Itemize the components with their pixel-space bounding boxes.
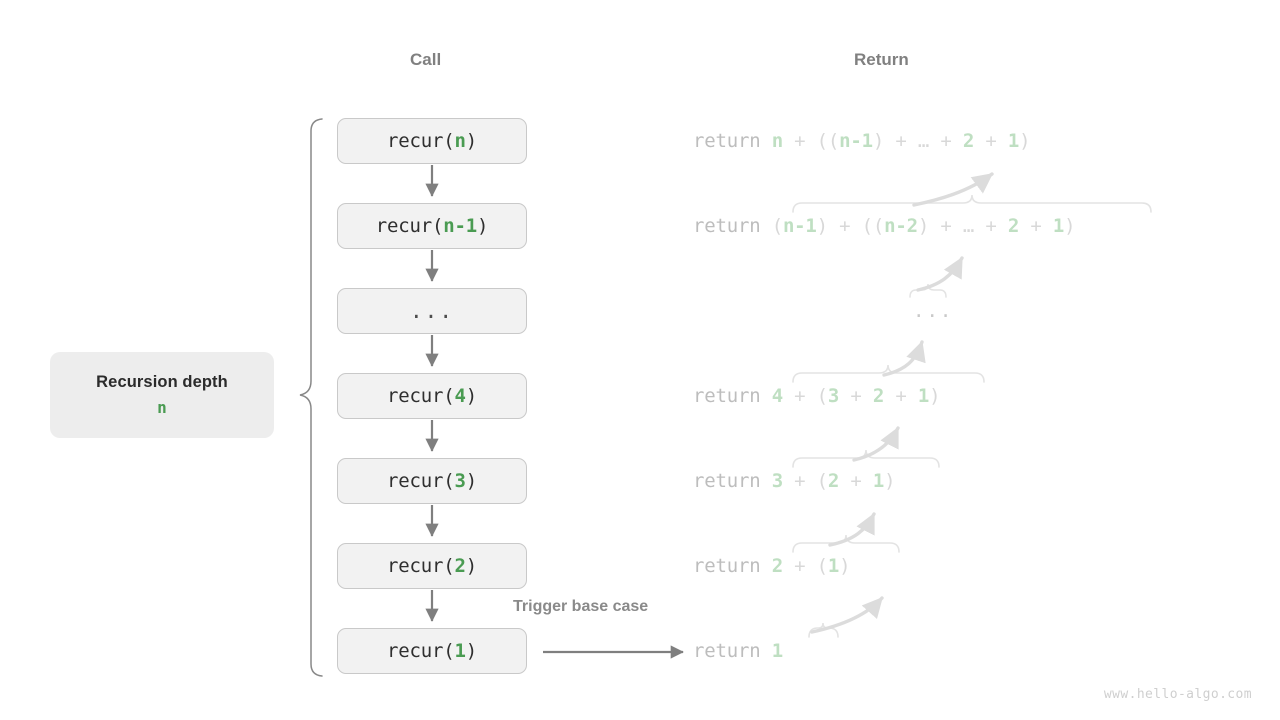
call-frame-label: recur(n-1) <box>375 215 489 237</box>
return-expression: 4 + (3 + 2 + 1) <box>771 385 941 407</box>
return-keyword: return <box>693 130 772 152</box>
recursion-depth-brace <box>299 118 323 677</box>
call-frame-prefix: recur( <box>387 130 455 152</box>
return-expression: 3 + (2 + 1) <box>771 470 896 492</box>
trigger-base-case-label: Trigger base case <box>513 598 649 615</box>
call-frame-box: recur(2) <box>337 543 527 589</box>
return-keyword: return <box>693 555 772 577</box>
call-frame-label: recur(2) <box>387 555 477 577</box>
return-keyword: return <box>693 385 772 407</box>
call-frame-suffix: ) <box>465 555 477 577</box>
call-frame-argument: 1 <box>454 640 466 662</box>
call-frame-suffix: ) <box>465 470 477 492</box>
call-frame-label: recur(4) <box>387 385 477 407</box>
recursion-depth-value: n <box>157 398 167 417</box>
return-statement: return 2 + (1) <box>693 543 851 589</box>
call-frame-argument: n-1 <box>443 215 477 237</box>
call-frame-box: recur(4) <box>337 373 527 419</box>
call-frame-prefix: recur( <box>375 215 444 237</box>
column-heading-return: Return <box>854 50 909 69</box>
call-frame-box: recur(n) <box>337 118 527 164</box>
call-frame-box: recur(1) <box>337 628 527 674</box>
call-frame-argument: 3 <box>454 470 466 492</box>
call-frame-label: recur(n) <box>387 130 477 152</box>
return-keyword: return <box>693 470 772 492</box>
call-frame-suffix: ) <box>465 130 477 152</box>
call-frame-prefix: recur( <box>387 555 455 577</box>
call-frame-prefix: recur( <box>387 640 455 662</box>
call-frame-box: recur(n-1) <box>337 203 527 249</box>
recursion-depth-pill: Recursion depth n <box>50 352 274 438</box>
return-expression: 2 + (1) <box>771 555 851 577</box>
return-expression: (n-1) + ((n-2) + … + 2 + 1) <box>771 215 1076 237</box>
recursion-depth-title: Recursion depth <box>96 373 228 391</box>
return-statement: return 3 + (2 + 1) <box>693 458 896 504</box>
watermark: www.hello-algo.com <box>1103 687 1252 702</box>
return-keyword: return <box>693 215 772 237</box>
return-expression: n + ((n-1) + … + 2 + 1) <box>771 130 1031 152</box>
call-frame-ellipsis: ... <box>410 299 454 323</box>
call-frame-label: recur(1) <box>387 640 477 662</box>
return-keyword: return <box>693 640 772 662</box>
call-frame-suffix: ) <box>465 385 477 407</box>
call-frame-prefix: recur( <box>387 470 455 492</box>
call-frame-argument: 2 <box>454 555 466 577</box>
return-statement: return 1 <box>693 628 783 674</box>
return-expression: 1 <box>771 640 783 662</box>
call-frame-label: recur(3) <box>387 470 477 492</box>
column-heading-call: Call <box>410 50 442 69</box>
call-frame-box: recur(3) <box>337 458 527 504</box>
call-frame-suffix: ) <box>476 215 489 237</box>
call-frame-prefix: recur( <box>387 385 455 407</box>
call-frame-argument: n <box>454 130 466 152</box>
return-ellipsis: ... <box>913 300 954 322</box>
call-frame-argument: 4 <box>454 385 466 407</box>
return-statement: return 4 + (3 + 2 + 1) <box>693 373 941 419</box>
call-frame-suffix: ) <box>465 640 477 662</box>
return-statement: return (n-1) + ((n-2) + … + 2 + 1) <box>693 203 1076 249</box>
return-statement: return n + ((n-1) + … + 2 + 1) <box>693 118 1031 164</box>
call-frame-box: ... <box>337 288 527 334</box>
